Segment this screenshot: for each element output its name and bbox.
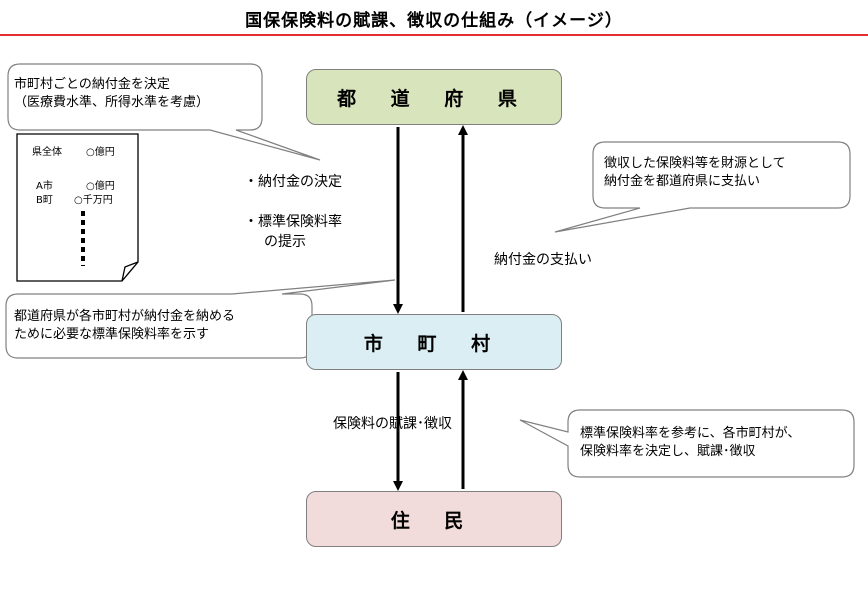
doc-row-b-value: ○千万円 <box>74 195 113 206</box>
prefecture-box: 都 道 府 県 <box>306 69 562 125</box>
doc-total-label: 県全体 <box>32 147 62 158</box>
callout-line: 保険料率を決定し、賦課･徴収 <box>580 444 756 459</box>
standard-rate-label-1: ・標準保険料率 <box>244 214 342 230</box>
doc-row-b-label: B町 <box>36 195 53 206</box>
callout-right-bottom-text: 標準保険料率を参考に、各市町村が、 保険料率を決定し、賦課･徴収 <box>580 425 800 461</box>
callout-line: 標準保険料率を参考に、各市町村が、 <box>580 426 801 441</box>
callout-mid-left-shape <box>5 279 396 359</box>
callout-line: 都道府県が各市町村が納付金を納める <box>14 309 236 324</box>
callout-line: 市町村ごとの納付金を決定 <box>14 77 170 92</box>
callout-right-top-text: 徴収した保険料等を財源として 納付金を都道府県に支払い <box>604 155 786 191</box>
callout-line: ために必要な標準保険料率を示す <box>14 327 210 342</box>
municipality-label: 市 町 村 <box>363 332 505 355</box>
callout-mid-left-text: 都道府県が各市町村が納付金を納める ために必要な標準保険料率を示す <box>14 308 235 344</box>
callout-right-bottom-shape <box>519 409 855 478</box>
document-icon <box>16 133 139 282</box>
residents-label: 住 民 <box>390 509 478 532</box>
doc-row-a-value: ○億円 <box>86 181 115 192</box>
municipality-box: 市 町 村 <box>306 314 562 370</box>
page-title: 国保保険料の賦課、徴収の仕組み（イメージ） <box>245 11 623 31</box>
decision-label: ・納付金の決定 <box>244 174 342 190</box>
callout-line: 徴収した保険料等を財源として <box>604 156 786 171</box>
prefecture-label: 都 道 府 県 <box>337 87 531 110</box>
callout-line: （医療費水準、所得水準を考慮） <box>14 95 210 110</box>
payment-label: 納付金の支払い <box>494 252 592 268</box>
callout-right-top-shape <box>554 141 851 233</box>
callout-top-left-shape <box>7 63 321 161</box>
title-underline <box>0 34 868 36</box>
standard-rate-label-2: の提示 <box>264 234 306 250</box>
residents-box: 住 民 <box>306 491 562 547</box>
levy-label: 保険料の賦課･徴収 <box>333 416 452 432</box>
callout-line: 納付金を都道府県に支払い <box>604 174 761 189</box>
callout-top-left-text: 市町村ごとの納付金を決定 （医療費水準、所得水準を考慮） <box>14 76 209 112</box>
doc-total-value: ○億円 <box>86 147 115 158</box>
doc-row-a-label: A市 <box>36 181 53 192</box>
